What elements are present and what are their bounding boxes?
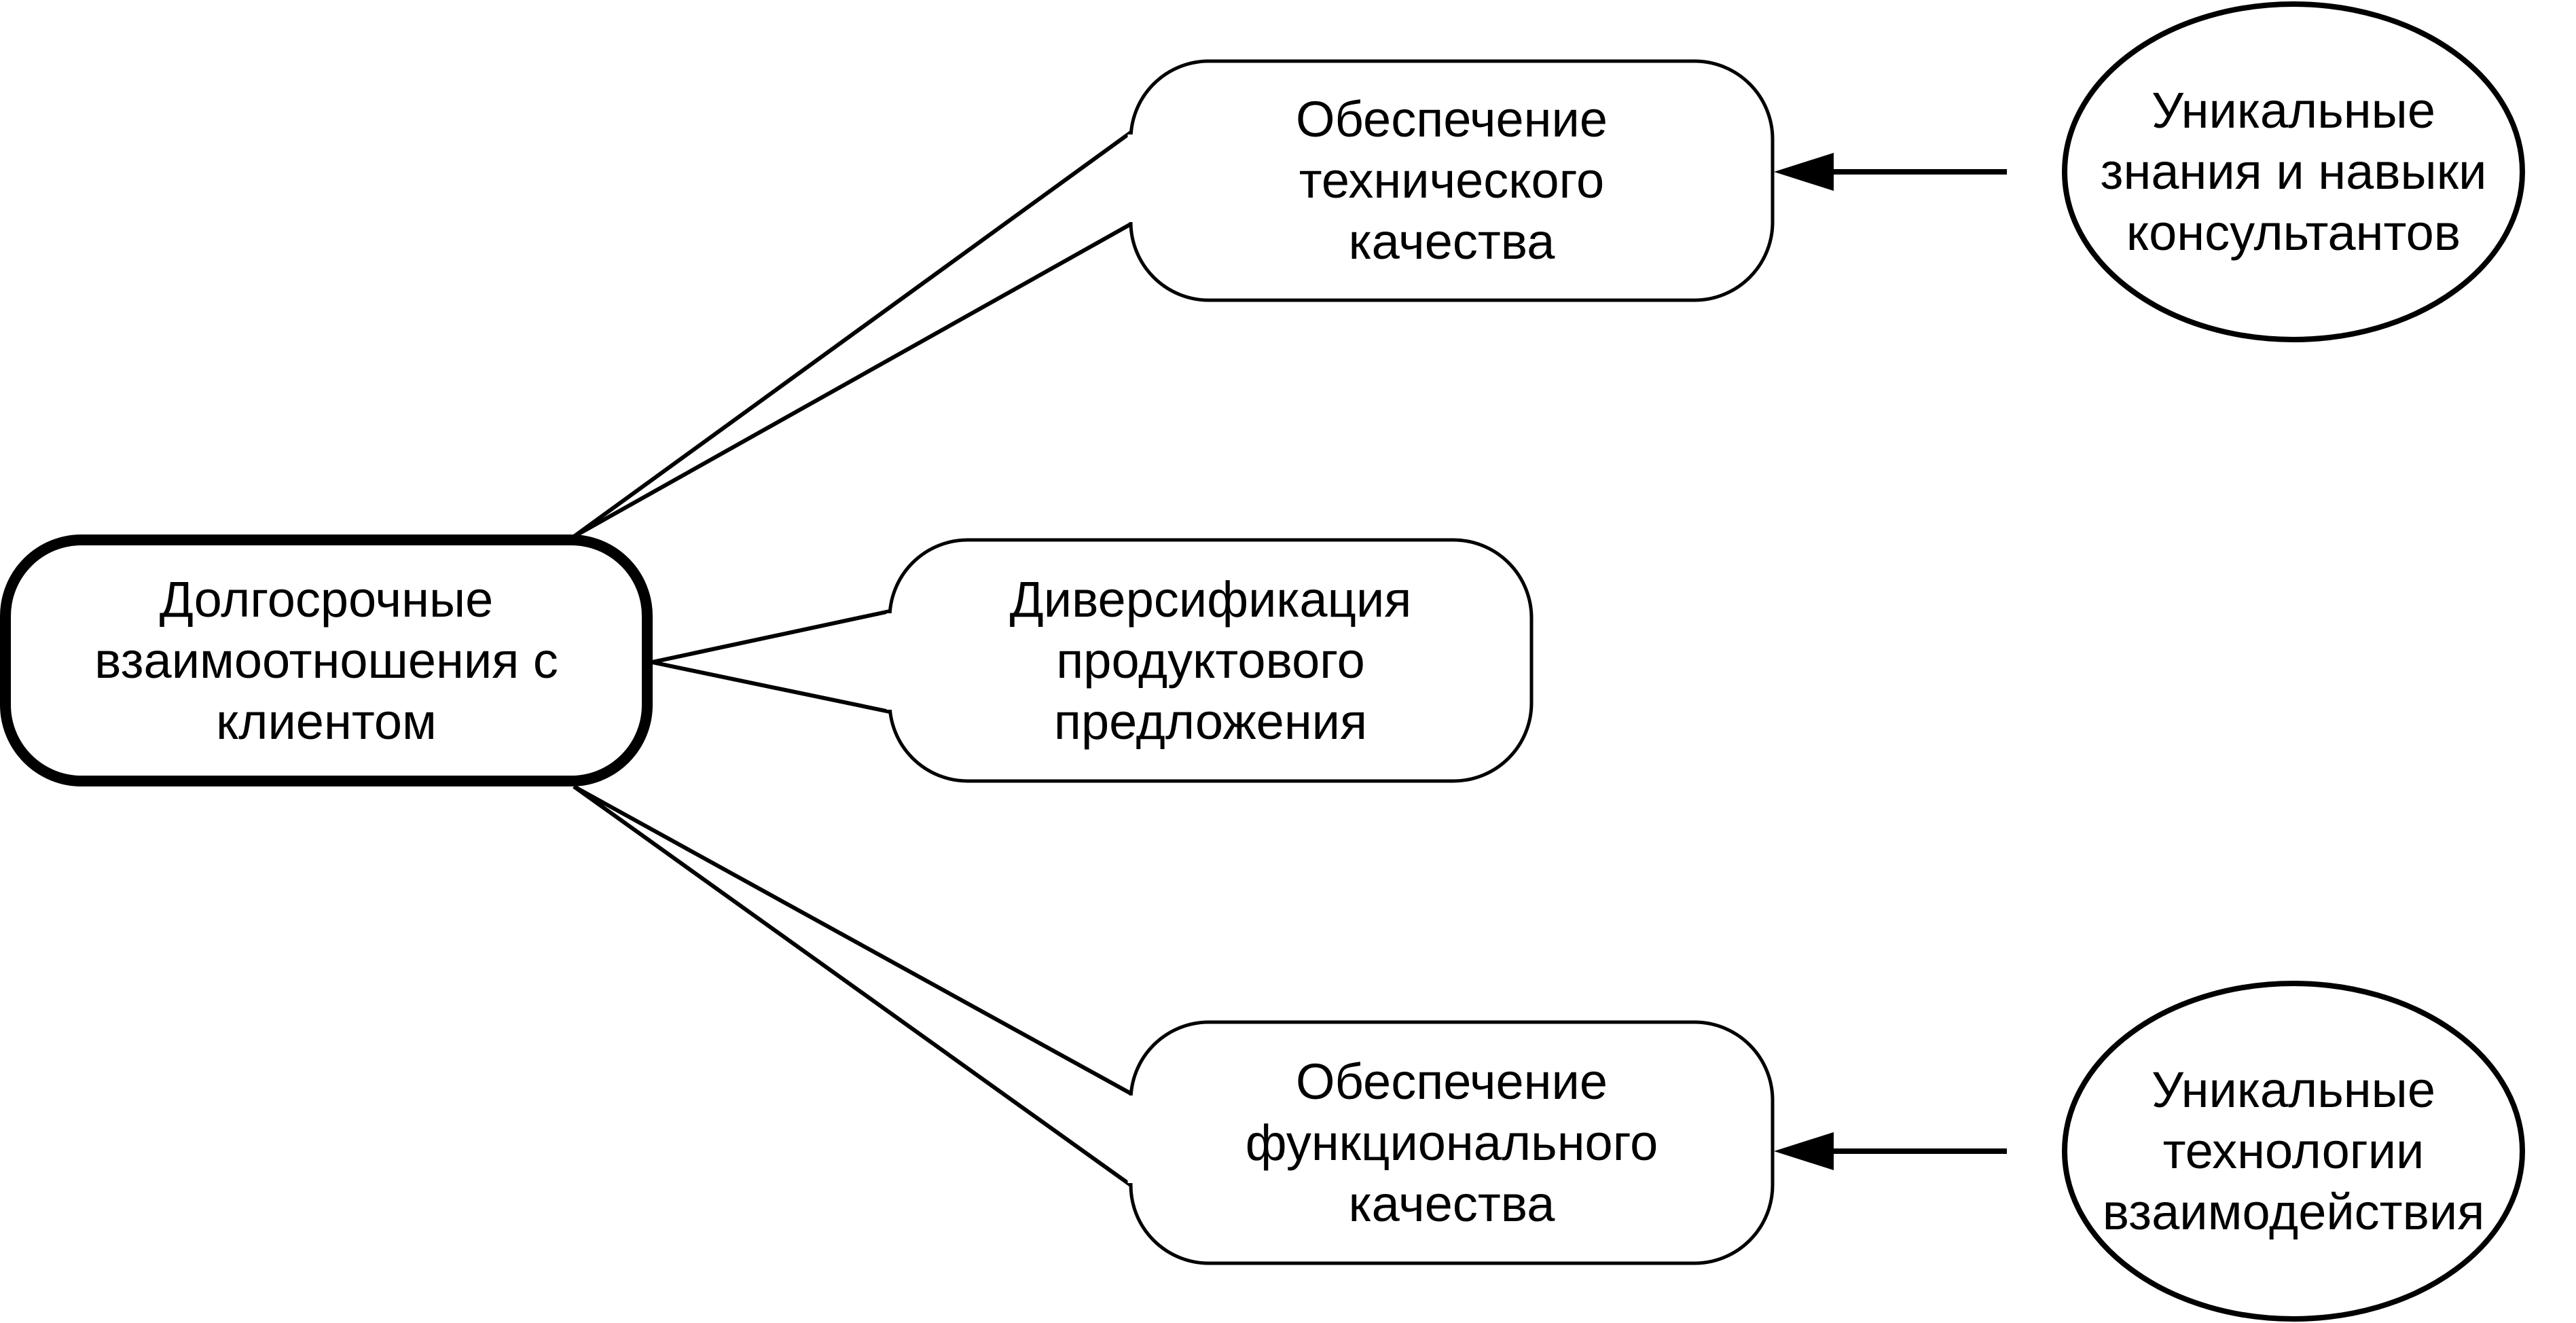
unique-technologies-line-1: Уникальные bbox=[2152, 1062, 2435, 1118]
connector-center-to-technical-upper bbox=[573, 130, 1132, 539]
arrowhead-knowledge-to-technical bbox=[1774, 153, 1834, 191]
unique-knowledge-label: Уникальные знания и навыки консультантов bbox=[2065, 4, 2522, 340]
connector-center-to-diversification-lower bbox=[651, 660, 890, 714]
diversification-line-2: продуктового bbox=[1056, 632, 1365, 689]
unique-knowledge-node-ellipse bbox=[2062, 1, 2525, 342]
unique-technologies-line-2: технологии bbox=[2162, 1123, 2425, 1179]
technical-quality-label: Обеспечение технического качества bbox=[1131, 61, 1773, 300]
connector-center-to-functional-lower bbox=[573, 784, 1132, 1187]
unique-technologies-label: Уникальные технологии взаимодействия bbox=[2065, 983, 2522, 1319]
connector-center-to-technical-lower bbox=[573, 222, 1132, 539]
functional-quality-label: Обеспечение функционального качества bbox=[1131, 1022, 1773, 1263]
center-node-label: Долгосрочные взаимоотношения с клиентом bbox=[5, 540, 647, 781]
unique-technologies-node-ellipse bbox=[2062, 981, 2525, 1322]
center-node-line-3: клиентом bbox=[216, 693, 437, 750]
functional-quality-line-3: качества bbox=[1348, 1175, 1555, 1232]
unique-technologies-line-3: взаимодействия bbox=[2102, 1184, 2485, 1240]
technical-quality-line-1: Обеспечение bbox=[1295, 91, 1608, 147]
connector-center-to-diversification-upper bbox=[651, 609, 890, 664]
functional-quality-line-1: Обеспечение bbox=[1295, 1053, 1608, 1110]
diversification-line-1: Диверсификация bbox=[1009, 570, 1412, 628]
center-node-line-2: взаимоотношения с bbox=[94, 632, 558, 689]
unique-knowledge-line-1: Уникальные bbox=[2152, 82, 2435, 139]
diversification-line-3: предложения bbox=[1053, 693, 1368, 750]
technical-quality-line-3: качества bbox=[1348, 213, 1555, 270]
unique-knowledge-line-2: знания и навыки bbox=[2100, 143, 2487, 200]
connector-center-to-functional-upper bbox=[573, 784, 1132, 1095]
center-node-line-1: Долгосрочные bbox=[159, 570, 494, 628]
functional-quality-line-2: функционального bbox=[1245, 1114, 1658, 1171]
diversification-label: Диверсификация продуктового предложения bbox=[890, 540, 1531, 781]
unique-knowledge-line-3: консультантов bbox=[2126, 204, 2461, 261]
arrowhead-technologies-to-functional bbox=[1774, 1132, 1834, 1170]
technical-quality-line-2: технического bbox=[1299, 152, 1605, 209]
center-node-box bbox=[0, 534, 653, 786]
